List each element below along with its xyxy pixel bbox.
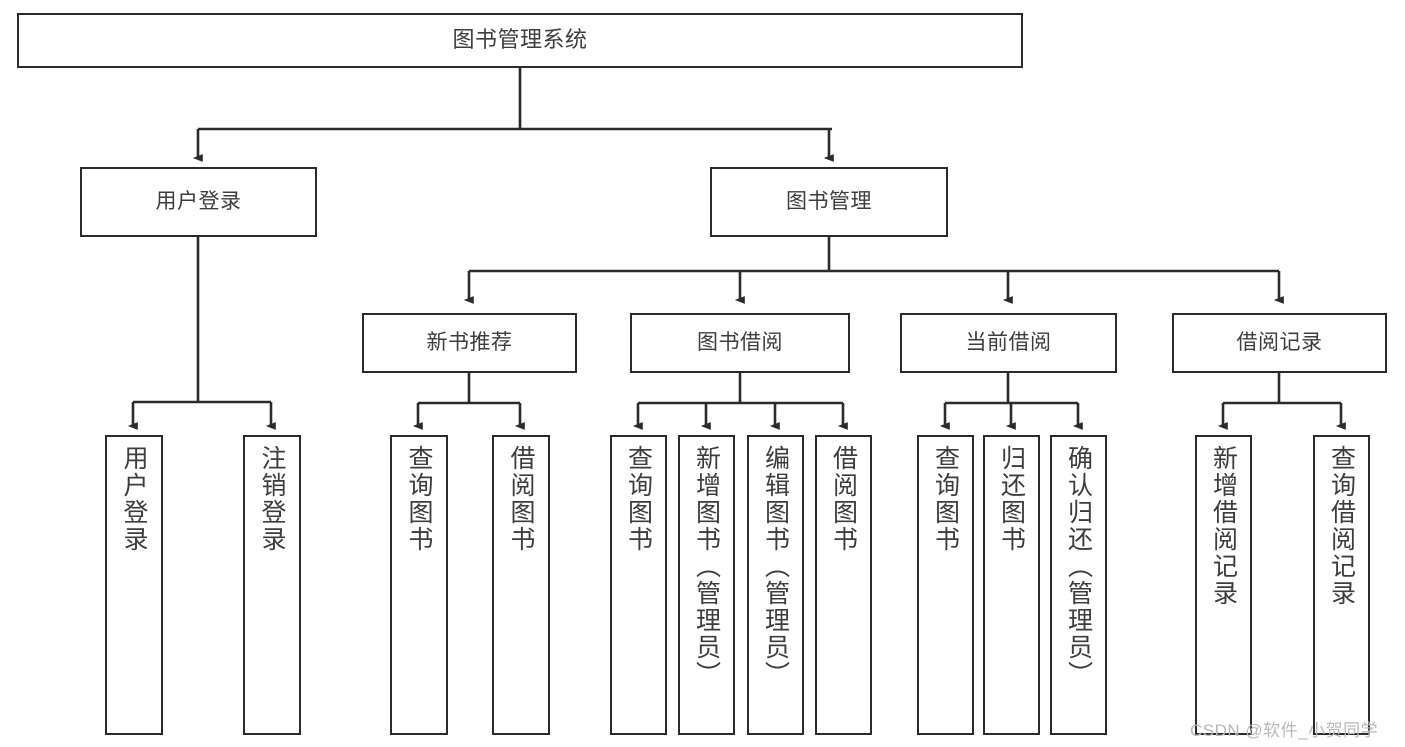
node-user-login[interactable]: 用户登录 <box>80 167 317 237</box>
node-label: 新增图书（管理员） <box>692 445 721 688</box>
node-leaf-logout[interactable]: 注销登录 <box>243 435 301 735</box>
node-label: 归还图书 <box>997 445 1026 553</box>
node-leaf-add-record[interactable]: 新增借阅记录 <box>1195 435 1252 735</box>
node-leaf-user-login[interactable]: 用户登录 <box>105 435 163 735</box>
node-label: 查询图书 <box>931 445 960 553</box>
node-leaf-query-book-2[interactable]: 查询图书 <box>610 435 667 735</box>
node-leaf-query-book-1[interactable]: 查询图书 <box>390 435 448 735</box>
node-leaf-confirm-return[interactable]: 确认归还（管理员） <box>1050 435 1107 735</box>
node-label: 用户登录 <box>120 445 148 553</box>
node-label: 借阅图书 <box>507 445 535 553</box>
node-leaf-query-book-3[interactable]: 查询图书 <box>917 435 974 735</box>
node-label: 当前借阅 <box>965 331 1052 355</box>
node-leaf-borrow-book-1[interactable]: 借阅图书 <box>492 435 550 735</box>
node-label: 借阅图书 <box>829 445 858 553</box>
node-root-system[interactable]: 图书管理系统 <box>17 13 1023 68</box>
node-leaf-query-record[interactable]: 查询借阅记录 <box>1313 435 1370 735</box>
node-leaf-add-book[interactable]: 新增图书（管理员） <box>678 435 735 735</box>
node-label: 查询图书 <box>405 445 433 553</box>
node-leaf-borrow-book-2[interactable]: 借阅图书 <box>815 435 872 735</box>
node-book-management[interactable]: 图书管理 <box>710 167 948 237</box>
node-label: 用户登录 <box>155 190 242 214</box>
node-label: 图书借阅 <box>697 331 783 355</box>
node-book-borrow[interactable]: 图书借阅 <box>630 313 850 373</box>
node-label: 借阅记录 <box>1236 331 1323 355</box>
node-label: 查询图书 <box>624 445 653 553</box>
node-label: 新书推荐 <box>426 331 513 355</box>
node-new-book-recommend[interactable]: 新书推荐 <box>362 313 577 373</box>
node-leaf-edit-book[interactable]: 编辑图书（管理员） <box>747 435 804 735</box>
node-current-borrow[interactable]: 当前借阅 <box>900 313 1117 373</box>
node-label: 图书管理 <box>786 190 872 214</box>
node-label: 注销登录 <box>258 445 286 553</box>
node-label: 新增借阅记录 <box>1209 445 1238 607</box>
node-label: 查询借阅记录 <box>1327 445 1356 607</box>
watermark: CSDN @软件_小贺同学 <box>1190 721 1379 740</box>
node-label: 图书管理系统 <box>452 27 588 53</box>
node-leaf-return-book[interactable]: 归还图书 <box>983 435 1040 735</box>
node-borrow-record[interactable]: 借阅记录 <box>1172 313 1387 373</box>
node-label: 编辑图书（管理员） <box>761 445 790 688</box>
node-label: 确认归还（管理员） <box>1064 445 1093 688</box>
